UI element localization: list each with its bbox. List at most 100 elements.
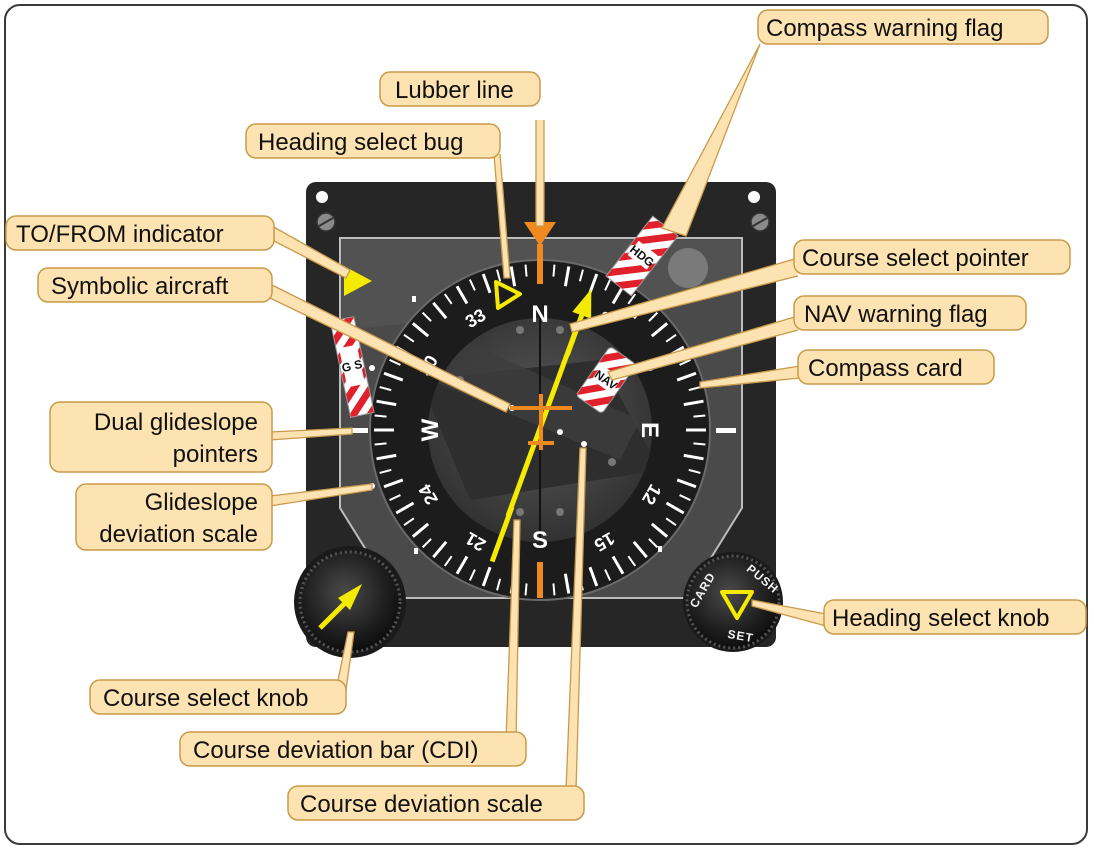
arrow-head-icon [338,584,362,610]
callout-text-line2: pointers [173,441,258,468]
compass-tick [611,555,625,575]
compass-tick [665,333,677,343]
compass-tick [376,399,397,407]
compass-tick [665,501,685,515]
callout-text: Course select pointer [802,245,1029,272]
callout-text: Symbolic aircraft [51,273,229,300]
callout-symbolic-aircraft: Symbolic aircraft [37,267,273,303]
compass-tick [524,264,528,277]
compass-tick [611,285,625,305]
compass-tick [588,566,599,587]
compass-tick [648,311,659,322]
compass-tick [509,266,517,287]
callout-text: Heading select knob [832,605,1049,632]
callout-text-line1: Dual glideslope [94,409,258,436]
compass-tick [411,322,430,338]
compass-tick [683,399,704,407]
compass-tick [650,522,669,538]
lubber-line-bottom [537,562,543,598]
compass-tick [563,266,571,287]
compass-tick [578,269,584,282]
callout-text: TO/FROM indicator [16,221,224,248]
gs-warning-flag: G S [329,315,375,418]
triangle-icon [720,590,754,620]
callout-text: Lubber line [395,77,514,104]
compass-tick [374,414,387,418]
compass-tick [395,501,415,515]
compass-tick [481,273,492,294]
callout-compass-warning-flag: Compass warning flag [757,9,1049,45]
compass-warning-flag: HDG [605,215,679,297]
index-mark [412,296,416,302]
compass-tick [627,555,637,567]
compass-tick [432,301,448,320]
compass-tick [650,322,669,338]
callout-lubber-line: Lubber line [379,71,541,107]
compass-tick [403,517,415,527]
compass-tick [421,538,432,549]
compass-tick [383,371,404,382]
compass-tick [496,269,502,282]
symbolic-aircraft [510,394,572,450]
compass-tick [443,293,453,305]
screw-icon [750,212,770,232]
callout-text: Course deviation bar (CDI) [193,737,478,764]
compass-tick [679,358,691,366]
compass-tick [604,279,612,291]
callout-text: Compass warning flag [766,15,1003,42]
compass-tick [455,555,469,575]
callout-heading-select-bug: Heading select bug [245,123,501,159]
heading-select-bug [494,280,522,310]
cardinal-east: E [636,422,663,438]
compass-tick [679,494,691,502]
compass-tick [383,478,404,489]
callout-text-line1: Glideslope [145,489,258,516]
compass-tick [443,555,453,567]
compass-tick [403,333,415,343]
compass-tick [552,264,556,277]
cardinal-north: N [531,301,548,328]
callout-text: NAV warning flag [804,301,988,328]
callout-nav-warning-flag: NAV warning flag [793,295,1027,331]
callout-glideslope-deviation-scale: Glideslope deviation scale [75,483,273,551]
compass-tick [374,442,387,446]
compass-tick [552,583,556,596]
callout-text: Heading select bug [258,129,463,156]
compass-tick [648,538,659,549]
gs-flag-label: G S [340,357,363,375]
right-index-mark [716,428,736,433]
compass-tick [563,573,571,594]
callout-dual-glideslope-pointers: Dual glideslope pointers [49,401,273,473]
cardinal-west: W [417,418,444,441]
compass-tick [496,578,502,591]
callout-text: Course select knob [103,685,308,712]
cardinal-south: S [532,527,548,554]
compass-tick [683,453,704,461]
bezel-hole [316,191,328,203]
course-select-knob[interactable] [294,546,406,658]
bezel-hole [748,191,760,203]
callout-course-select-knob: Course select knob [89,679,347,715]
compass-tick [389,358,401,366]
compass-tick [524,583,528,596]
callout-course-deviation-scale: Course deviation scale [287,785,585,821]
screw-icon [316,212,336,232]
callout-text: Compass card [808,355,963,382]
compass-tick [376,453,397,461]
index-mark [658,546,662,552]
compass-tick [468,569,476,581]
compass-tick [604,569,612,581]
compass-tick [379,468,392,474]
callout-text: Course deviation scale [300,791,543,818]
callout-text-line2: deviation scale [99,521,258,548]
callout-course-select-pointer: Course select pointer [793,239,1071,275]
compass-tick [688,386,701,392]
compass-tick [665,517,677,527]
callout-heading-select-knob: Heading select knob [823,599,1087,635]
compass-tick [676,371,697,382]
compass-tick [688,468,701,474]
indicator-lamp [668,248,708,288]
heading-select-knob[interactable]: PUSH CARD SET [683,552,783,652]
compass-tick [455,285,469,305]
